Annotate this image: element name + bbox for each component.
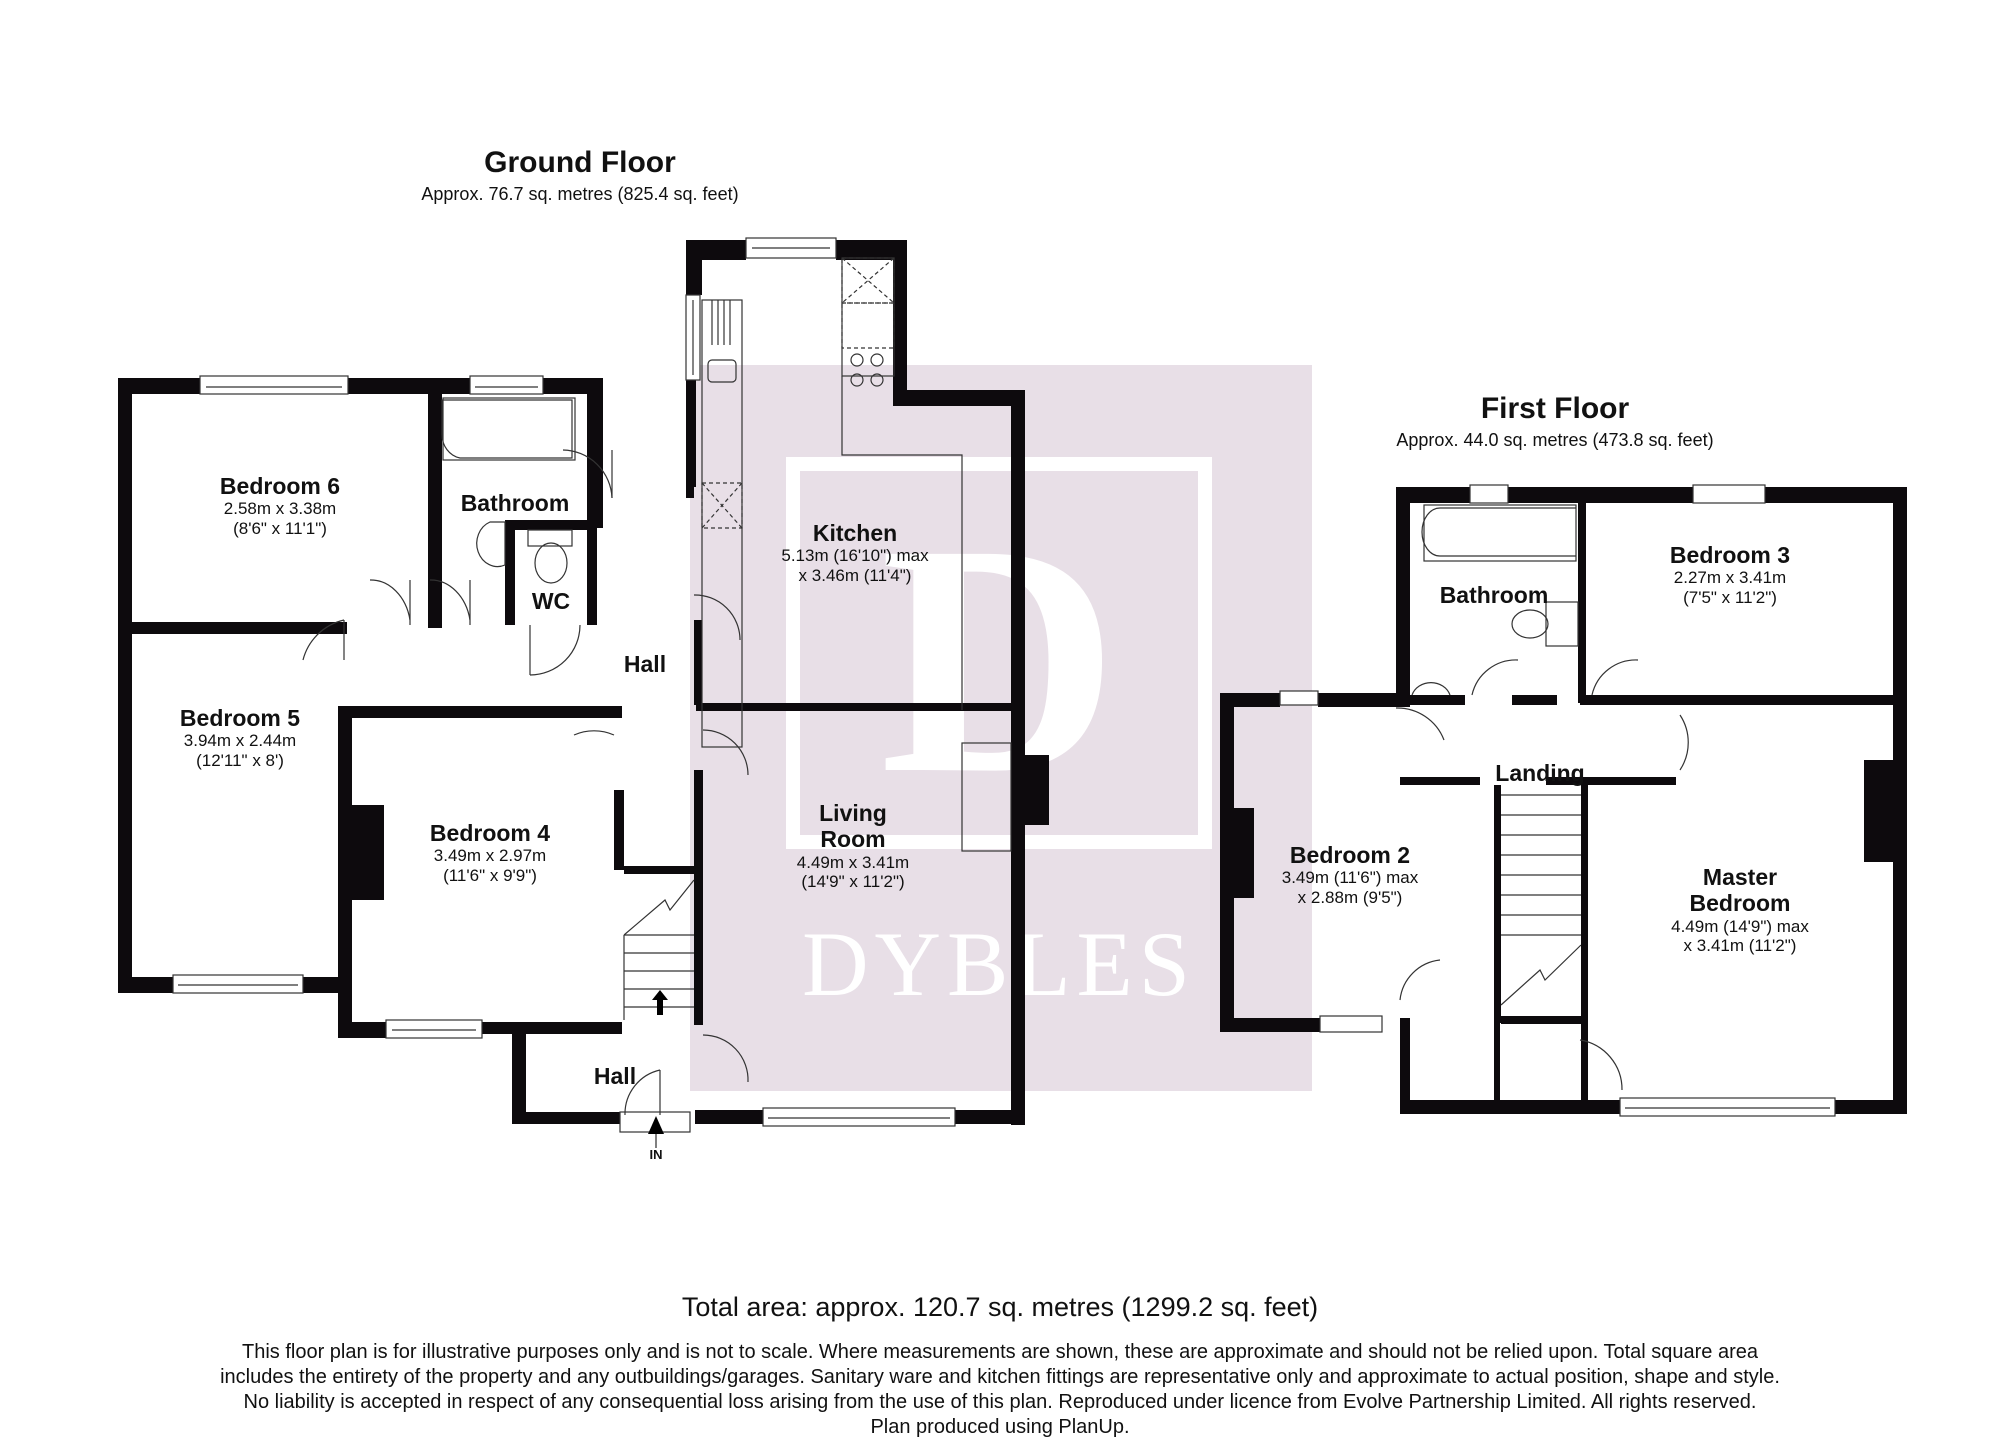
room-bathroom-first: Bathroom	[1439, 582, 1549, 608]
disclaimer-line: This floor plan is for illustrative purp…	[241, 1341, 1759, 1363]
room-bedroom-6: Bedroom 6 2.58m x 3.38m (8'6" x 11'1")	[219, 473, 341, 538]
watermark-brand: DYBLES	[802, 913, 1196, 1015]
first-floor-walls	[1220, 487, 1907, 1114]
room-bedroom-5: Bedroom 5 3.94m x 2.44m (12'11" x 8')	[179, 705, 301, 770]
room-hall-entrance: Hall	[593, 1063, 637, 1089]
room-wc: WC	[531, 588, 571, 614]
first-floor-fixtures	[1395, 504, 1689, 1091]
room-living-room: Living Room 4.49m x 3.41m (14'9" x 11'2"…	[796, 800, 910, 892]
ground-floor-walls	[118, 240, 1049, 1125]
first-floor-title: First Floor	[1480, 392, 1630, 425]
room-bathroom-ground: Bathroom	[460, 490, 570, 516]
disclaimer-line: Plan produced using PlanUp.	[870, 1416, 1130, 1438]
stairs-up-arrow-icon	[652, 990, 668, 1015]
room-kitchen: Kitchen 5.13m (16'10") max x 3.46m (11'4…	[781, 520, 929, 585]
entrance-arrow-icon	[648, 1116, 664, 1134]
first-floor-area: Approx. 44.0 sq. metres (473.8 sq. feet)	[1396, 430, 1714, 450]
watermark-letter: D	[880, 477, 1118, 842]
ground-floor-windows	[172, 237, 956, 1133]
ground-floor-area: Approx. 76.7 sq. metres (825.4 sq. feet)	[421, 184, 739, 204]
disclaimer-line: includes the entirety of the property an…	[220, 1366, 1780, 1388]
ground-floor-title: Ground Floor	[484, 146, 676, 179]
disclaimer: This floor plan is for illustrative purp…	[0, 1340, 2000, 1440]
room-bedroom-2: Bedroom 2 3.49m (11'6") max x 2.88m (9'5…	[1281, 842, 1419, 907]
room-hall-inner: Hall	[623, 651, 667, 677]
entrance-label: IN	[649, 1147, 663, 1162]
room-bedroom-3: Bedroom 3 2.27m x 3.41m (7'5" x 11'2")	[1669, 542, 1791, 607]
room-landing: Landing	[1495, 760, 1585, 786]
first-floor-windows	[1279, 484, 1836, 1117]
total-area: Total area: approx. 120.7 sq. metres (12…	[681, 1292, 1319, 1322]
room-master-bedroom: Master Bedroom 4.49m (14'9") max x 3.41m…	[1671, 864, 1809, 956]
room-bedroom-4: Bedroom 4 3.49m x 2.97m (11'6" x 9'9")	[429, 820, 551, 885]
disclaimer-line: No liability is accepted in respect of a…	[243, 1391, 1757, 1413]
